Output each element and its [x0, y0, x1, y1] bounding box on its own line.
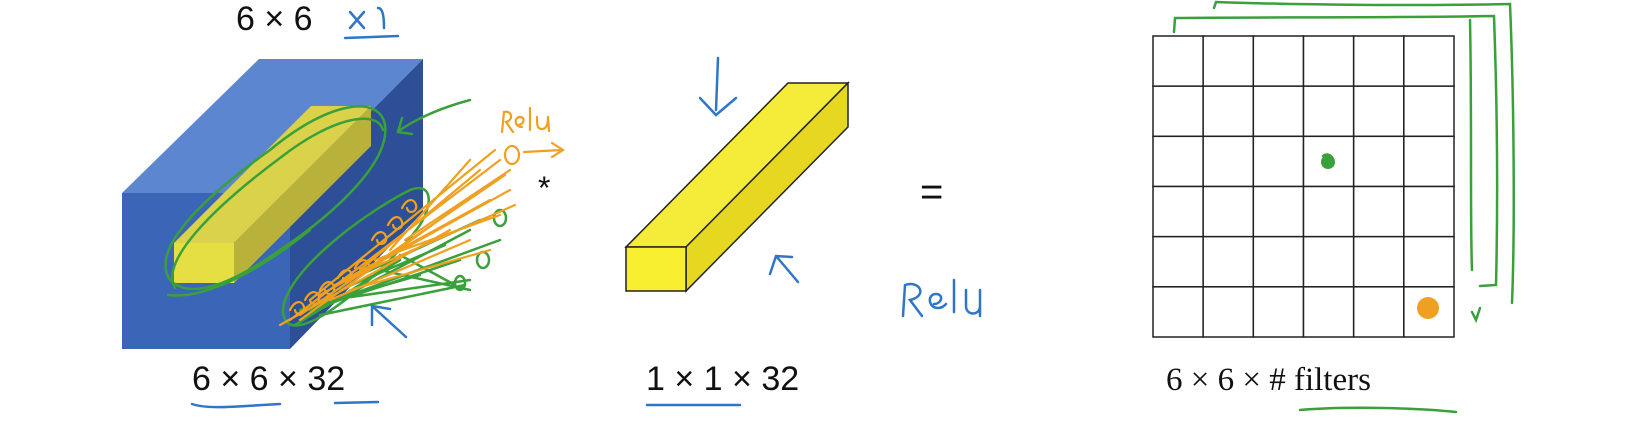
- output-grid-cell: [1403, 235, 1455, 288]
- output-grid-cell: [1152, 185, 1204, 238]
- output-grid-cell: [1352, 85, 1405, 138]
- output-grid-cell: [1403, 35, 1455, 87]
- output-grid-cell: [1352, 135, 1405, 188]
- green-ellipse-depth: [281, 187, 430, 327]
- green-bracket-outermost: [1212, 0, 1515, 305]
- output-grid-cell: [1352, 235, 1405, 288]
- output-grid-cell: [1152, 235, 1204, 288]
- blue-times-one: [376, 6, 386, 30]
- output-grid: [1152, 35, 1455, 338]
- green-ellipse-fiber: [164, 105, 387, 291]
- output-grid-cell: [1403, 135, 1455, 188]
- output-grid-cell: [1352, 286, 1405, 338]
- output-grid-cell: [1202, 286, 1255, 338]
- input-dims-label: 6 × 6 × 32: [192, 360, 346, 398]
- green-ellipse-fiber-3: [166, 228, 312, 297]
- orange-arrow: [522, 141, 566, 159]
- output-grid-cell: [1202, 235, 1255, 288]
- green-arrow-head: [396, 116, 414, 136]
- blue-annotations: [190, 6, 982, 409]
- filter-fiber-front: [625, 246, 687, 292]
- filter-dims-label: 1 × 1 × 32: [646, 360, 800, 398]
- green-zero-2: [475, 250, 491, 270]
- green-bracket-outer: [1172, 14, 1499, 288]
- top-input-dims-label: 6 × 6: [236, 0, 313, 38]
- orange-annotations: [278, 106, 566, 327]
- input-fiber-top: [174, 106, 371, 243]
- equals-sign: =: [920, 170, 944, 214]
- output-grid-cell: [1252, 85, 1305, 138]
- output-grid-cell: [1152, 135, 1204, 188]
- green-dot: [1321, 155, 1335, 169]
- output-grid-cell: [1302, 35, 1355, 87]
- green-annotations: [164, 98, 508, 327]
- output-grid-cell: [1302, 85, 1355, 138]
- output-grid-cell: [1302, 185, 1355, 238]
- output-dims-label: 6 × 6 × # filters: [1166, 362, 1371, 398]
- green-bracket-side: [1468, 18, 1474, 272]
- input-fiber-side: [234, 106, 371, 283]
- blue-times-x: [348, 10, 366, 30]
- green-arrow-shaft: [398, 98, 472, 132]
- output-grid-cell: [1152, 286, 1204, 338]
- blue-underline-times-one: [343, 34, 400, 40]
- orange-loops: [288, 199, 418, 316]
- orange-dot: [1417, 297, 1439, 319]
- input-fiber: [174, 106, 371, 283]
- output-grid-cell: [1302, 235, 1355, 288]
- convolution-operator: *: [538, 170, 551, 206]
- output-grid-cell: [1202, 85, 1255, 138]
- output-grid-cell: [1252, 185, 1305, 238]
- output-grid-cell: [1202, 185, 1255, 238]
- filter-fiber: [624, 81, 850, 293]
- output-grid-cell: [1252, 35, 1305, 87]
- blue-arrow-input: [370, 304, 408, 339]
- output-grid-cell: [1202, 35, 1255, 87]
- output-grid-cell: [1152, 35, 1204, 87]
- output-grid-cell: [1352, 185, 1405, 238]
- blue-underline-input: [190, 400, 380, 409]
- output-grid-cell: [1252, 235, 1305, 288]
- green-underline-bottom: [1298, 406, 1458, 414]
- input-volume-right-face: [290, 59, 423, 349]
- input-volume-top-face: [122, 59, 423, 193]
- green-tick: [1470, 306, 1482, 324]
- blue-arrow-down: [698, 56, 738, 117]
- blue-relu-large: [901, 278, 982, 318]
- green-ellipse-fiber-2: [171, 117, 385, 290]
- blue-arrow-up: [768, 254, 800, 284]
- output-grid-cell: [1302, 286, 1355, 338]
- output-grid-cell: [1252, 135, 1305, 188]
- orange-activation-zero: [503, 144, 521, 166]
- output-grid-cell: [1152, 85, 1204, 138]
- output-green-brackets: [1172, 0, 1515, 414]
- output-grid-cell: [1403, 85, 1455, 138]
- output-grid-cell: [1403, 185, 1455, 238]
- orange-lines: [278, 148, 517, 327]
- green-zero-3: [453, 274, 467, 292]
- orange-relu-scribble: [500, 106, 551, 134]
- output-grid-cell: [1352, 35, 1405, 87]
- output-grid-cell: [1202, 135, 1255, 188]
- output-grid-cell: [1252, 286, 1305, 338]
